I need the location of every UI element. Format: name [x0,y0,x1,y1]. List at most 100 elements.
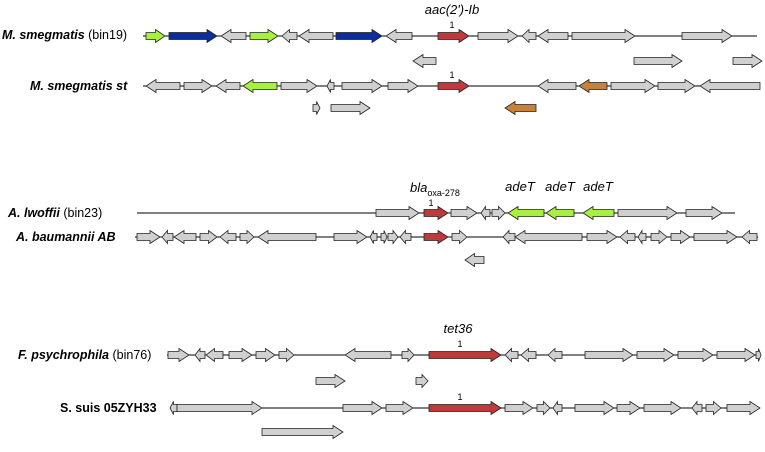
gene-arrow [412,53,437,69]
gene-arrow [333,229,368,245]
gene-arrow [219,229,237,245]
gene-arrow [344,347,392,363]
track-label-f-psychrophila-bin76: F. psychrophila (bin76) [18,348,151,362]
gene-arrow [342,400,383,416]
gene-arrow [326,79,335,93]
gene-arrow [619,229,636,245]
gene-arrow [298,28,334,44]
gene-arrow [451,229,468,245]
gene-label-adet: adeT [583,179,614,194]
gene-arrow [547,347,563,363]
gene-arrow [633,53,683,69]
gene-arrow [215,78,241,94]
gene-arrow-tet36 [428,400,502,416]
gene-arrow-blue [168,28,218,44]
gene-arrow [571,28,636,44]
gene-arrow [574,400,615,416]
gene-arrow-bla [423,205,449,221]
gene-arrow [330,100,371,116]
gene-arrow [194,347,206,363]
gene-arrow [514,229,583,245]
gene-arrow [161,229,174,245]
gene-arrow [681,28,733,44]
gene-arrow [401,347,415,363]
gene-arrow [341,78,383,94]
gene-arrow [536,400,551,416]
gene-arrow [726,400,761,416]
gene-index-marker: 1 [449,70,454,80]
gene-arrow [228,347,253,363]
gene-arrow [691,400,703,416]
gene-arrow [584,347,634,363]
gene-arrow [369,230,378,244]
gene-arrow [552,400,563,416]
gene-arrow [415,373,429,389]
track-label-m-smegmatis-st: M. smegmatis st [30,79,128,93]
gene-arrow [387,78,419,94]
gene-arrow [732,53,763,69]
gene-arrow [699,78,761,94]
gene-label-adet: adeT [545,179,576,194]
track-label-a-baumannii-ab: A. baumannii AB [15,230,116,244]
gene-arrow [387,229,399,245]
gene-arrow [477,28,519,44]
gene-arrow [636,347,675,363]
gene-arrow [380,230,388,244]
gene-arrow-adet [582,205,615,221]
gene-arrow [616,400,641,416]
gene-arrow-orange [504,100,537,116]
gene-arrow-orange [578,78,608,94]
gene-arrow [650,229,668,245]
gene-arrow [205,347,224,363]
gene-arrow [705,400,722,416]
gene-arrow [643,400,682,416]
gene-arrow [504,400,534,416]
gene-index-marker: 1 [457,392,462,402]
track-label-m-smegmatis-bin19: M. smegmatis (bin19) [2,28,127,42]
gene-index-marker: 1 [428,198,433,208]
gene-arrow [670,229,691,245]
gene-arrow [716,347,756,363]
gene-arrow [685,205,723,221]
gene-arrow [610,78,656,94]
gene-arrow-blue [335,28,383,44]
gene-arrow [375,205,420,221]
track-label-a-lwoffii-bin23: A. lwoffii (bin23) [7,206,102,220]
gene-arrows [136,28,763,440]
gene-arrow-green [249,28,279,44]
gene-arrow [480,205,491,221]
gene-label-tet36: tet36 [444,321,474,336]
gene-label-aac: aac(2')-Ib [425,2,480,17]
gene-arrow [657,78,696,94]
gene-arrow [677,347,714,363]
gene-arrow [385,28,413,44]
gene-arrow [491,205,506,221]
gene-arrow [755,348,762,362]
gene-arrow [504,347,519,363]
gene-arrow [183,78,213,94]
gene-arrow [741,229,758,245]
gene-arrow-aac [437,78,470,94]
gene-arrow-green [145,28,166,44]
gene-arrow [255,347,276,363]
gene-arrow [169,401,178,415]
gene-arrow [586,229,618,245]
gene-arrow [521,28,537,44]
gene-arrow-adet [507,205,545,221]
gene-arrow [199,229,218,245]
gene-arrow [693,229,738,245]
gene-arrow [281,28,298,44]
gene-arrow [261,424,344,440]
gene-arrow [450,205,478,221]
gene-arrow-green [242,78,278,94]
gene-arrow [167,347,190,363]
gene-arrow [537,78,577,94]
gene-arrow [239,229,255,245]
gene-index-marker: 1 [457,339,462,349]
gene-arrow [220,28,247,44]
gene-arrow-bla [423,229,449,245]
gene-arrow [520,347,537,363]
gene-arrow [145,78,181,94]
gene-arrow [257,229,317,245]
